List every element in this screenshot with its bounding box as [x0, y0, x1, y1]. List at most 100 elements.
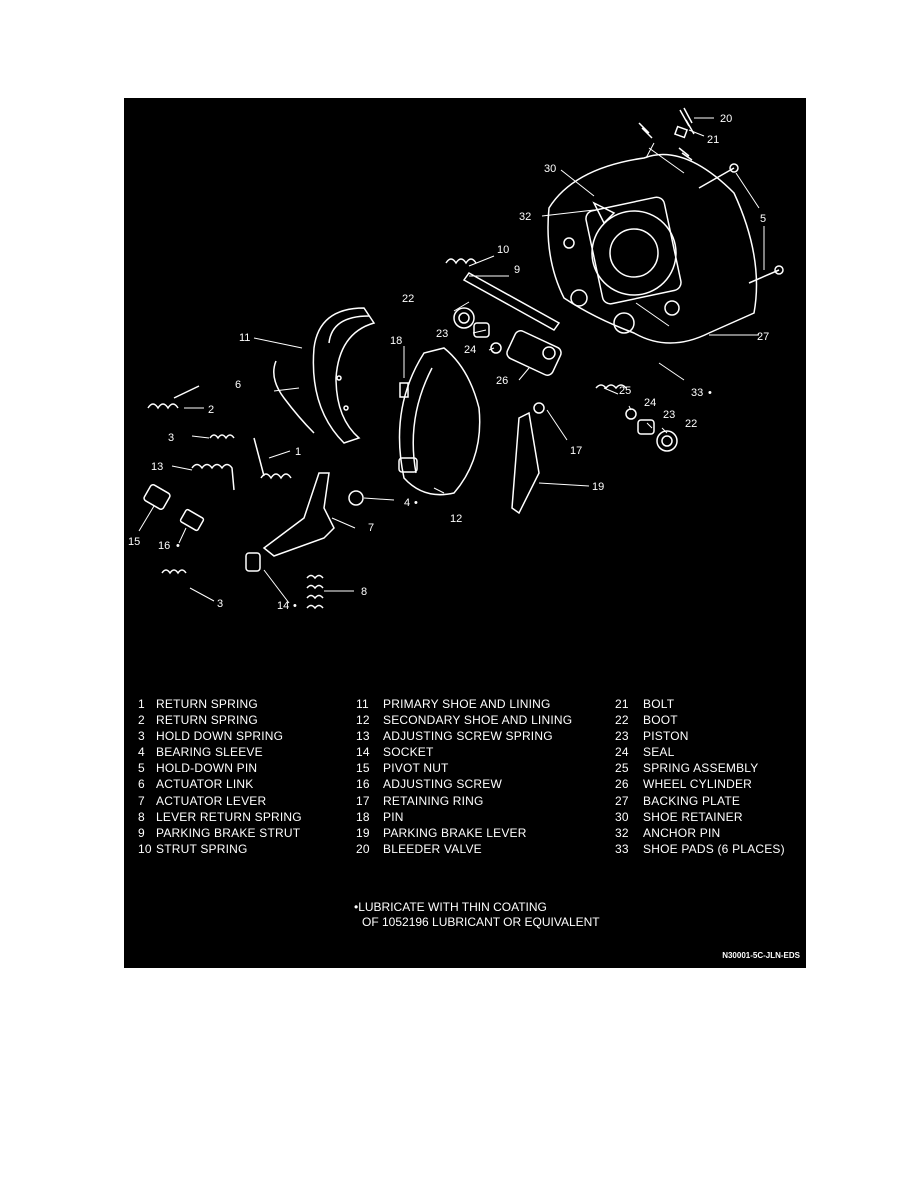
- callout-22-left: 22: [402, 293, 414, 305]
- legend-label: RETAINING RING: [383, 793, 484, 808]
- legend-number: 11: [356, 697, 369, 711]
- legend-label: RETURN SPRING: [156, 713, 258, 728]
- legend-label: PARKING BRAKE LEVER: [383, 825, 527, 840]
- callout-24-left: 24: [464, 344, 476, 356]
- callout-19: 19: [592, 481, 604, 493]
- callout-5: 5: [760, 213, 766, 225]
- callout-23-right: 23: [663, 409, 675, 421]
- legend-label: PIN: [383, 809, 404, 824]
- legend-label: ANCHOR PIN: [643, 825, 721, 840]
- callout-27: 27: [757, 331, 769, 343]
- callout-3-top: 3: [168, 432, 174, 444]
- legend-item: 2 RETURN SPRING: [138, 712, 302, 728]
- legend-label: ACTUATOR LEVER: [156, 793, 267, 808]
- legend-label: BEARING SLEEVE: [156, 745, 263, 760]
- legend-label: BOOT: [643, 713, 678, 728]
- legend-label: SEAL: [643, 745, 675, 760]
- legend-item: 24 SEAL: [615, 744, 785, 760]
- callout-23-left: 23: [436, 328, 448, 340]
- legend-label: BACKING PLATE: [643, 793, 741, 808]
- callout-21: 21: [707, 134, 719, 146]
- legend-number: 23: [615, 729, 629, 744]
- parking-brake-lever: [399, 382, 545, 515]
- return-springs: [147, 385, 292, 480]
- legend-number: 20: [356, 841, 370, 856]
- legend-number: 27: [615, 793, 629, 808]
- callout-17: 17: [570, 445, 582, 457]
- parking-brake-strut: [445, 258, 561, 331]
- primary-shoe: [312, 307, 376, 444]
- legend-number: 30: [615, 809, 629, 824]
- callout-13: 13: [151, 461, 163, 473]
- legend-item: 33 SHOE PADS (6 PLACES): [615, 841, 785, 857]
- legend-number: 7: [138, 793, 145, 808]
- socket-and-lever-spring: [245, 552, 324, 610]
- callout-1: 1: [295, 446, 301, 458]
- legend-item: 4 BEARING SLEEVE: [138, 744, 302, 760]
- figure-id: N30001-5C-JLN-EDS: [722, 951, 800, 960]
- callout-26: 26: [496, 375, 508, 387]
- legend-label: BOLT: [643, 697, 675, 711]
- legend-label: PIVOT NUT: [383, 761, 449, 776]
- leader-lines: [138, 117, 765, 604]
- callout-9: 9: [514, 264, 520, 276]
- secondary-shoe: [398, 347, 481, 496]
- callout-33-star: •: [708, 387, 712, 399]
- legend-label: HOLD DOWN SPRING: [156, 729, 284, 744]
- legend-item: 18 PIN: [356, 809, 572, 825]
- pivot-nut-and-screw: [143, 484, 205, 532]
- legend-number: 18: [356, 809, 370, 824]
- legend-label: STRUT SPRING: [156, 841, 248, 856]
- hold-down-pins: [698, 163, 784, 284]
- legend-number: 4: [138, 745, 145, 760]
- legend-item: 23 PISTON: [615, 728, 785, 744]
- legend-number: 21: [615, 697, 629, 711]
- legend-item: 21 BOLT: [615, 696, 785, 712]
- callout-7: 7: [368, 522, 374, 534]
- legend-item: 27 BACKING PLATE: [615, 793, 785, 809]
- hold-down-springs: [161, 434, 235, 575]
- lubrication-note: •LUBRICATE WITH THIN COATING OF 1052196 …: [354, 900, 600, 930]
- legend-number: 19: [356, 825, 370, 840]
- legend-number: 33: [615, 841, 629, 856]
- legend-label: RETURN SPRING: [156, 697, 258, 711]
- legend-number: 9: [138, 825, 145, 840]
- callout-33: 33: [691, 387, 703, 399]
- legend-label: ADJUSTING SCREW: [383, 777, 503, 792]
- legend-label: SHOE PADS (6 PLACES): [643, 841, 785, 856]
- legend-label: PISTON: [643, 729, 689, 744]
- legend-number: 2: [138, 713, 145, 728]
- actuator-lever: [262, 472, 335, 557]
- legend-item: 11 PRIMARY SHOE AND LINING: [356, 696, 572, 712]
- legend-item: 7 ACTUATOR LEVER: [138, 793, 302, 809]
- callout-14: 14: [277, 600, 289, 612]
- legend-label: PRIMARY SHOE AND LINING: [383, 697, 551, 711]
- note-line-2: OF 1052196 LUBRICANT OR EQUIVALENT: [362, 915, 600, 929]
- legend-number: 24: [615, 745, 629, 760]
- callout-30: 30: [544, 163, 556, 175]
- callout-12: 12: [450, 513, 462, 525]
- bearing-sleeve: [348, 490, 364, 506]
- legend-item: 19 PARKING BRAKE LEVER: [356, 825, 572, 841]
- callout-2: 2: [208, 404, 214, 416]
- legend-label: HOLD-DOWN PIN: [156, 761, 258, 776]
- bleeder-valve-and-bolts: [638, 107, 695, 161]
- legend-number: 25: [615, 761, 629, 776]
- note-line-1: •LUBRICATE WITH THIN COATING: [354, 900, 547, 914]
- legend-label: ACTUATOR LINK: [156, 777, 254, 792]
- legend-label: WHEEL CYLINDER: [643, 777, 753, 792]
- legend-label: SECONDARY SHOE AND LINING: [383, 713, 573, 728]
- callout-6: 6: [235, 379, 241, 391]
